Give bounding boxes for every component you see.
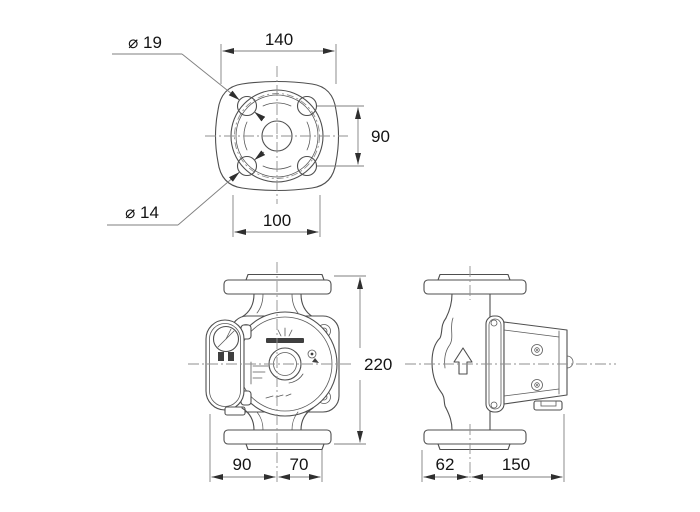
clamp-screw-bottom xyxy=(490,401,498,409)
flow-arrow-icon xyxy=(453,347,473,375)
side-top-flange-step xyxy=(437,273,511,281)
box-bottom-tab xyxy=(533,400,563,411)
volute-body xyxy=(431,293,491,431)
dimension-62-150: 62 150 xyxy=(421,414,565,482)
dimension-90-70: 90 70 xyxy=(209,414,323,482)
cable-entry-tab xyxy=(224,406,246,416)
selector-dial-icon xyxy=(212,325,240,353)
front-top-flange-step xyxy=(245,273,325,281)
dim-62-label: 62 xyxy=(436,455,455,474)
dim-220-label: 220 xyxy=(364,355,392,374)
wordmark-bar xyxy=(266,338,304,343)
bolt-holes xyxy=(236,95,318,177)
terminal-screw-right xyxy=(228,352,234,361)
diameter-19-callout: ⌀ 19 xyxy=(112,33,266,122)
side-view: 62 150 xyxy=(405,266,616,482)
dim-150-label: 150 xyxy=(502,455,530,474)
front-top-flange xyxy=(223,279,332,295)
side-bottom-flange xyxy=(423,429,527,445)
dimension-220: 220 xyxy=(334,275,392,445)
box-bottom-tab-inner xyxy=(540,400,557,407)
front-bottom-flange-step xyxy=(245,443,325,451)
dim-90-top-label: 90 xyxy=(371,127,390,146)
front-bottom-flange xyxy=(223,429,332,445)
dim-100-label: 100 xyxy=(263,211,291,230)
dim-70-label: 70 xyxy=(290,455,309,474)
dim-90-front-label: 90 xyxy=(233,455,252,474)
dimension-100: 100 xyxy=(232,195,321,237)
brand-logo xyxy=(266,327,304,343)
side-bottom-flange-step xyxy=(437,443,511,451)
dim-140-label: 140 xyxy=(265,30,293,49)
diameter-14-callout: ⌀ 14 xyxy=(107,150,266,226)
clamp-screw-top xyxy=(490,319,498,327)
dimension-90-top: 90 xyxy=(317,105,390,167)
front-bottom-neck xyxy=(241,407,314,431)
side-top-flange xyxy=(423,279,527,295)
top-view: 140 90 100 ⌀ 19 ⌀ 14 xyxy=(107,30,390,237)
plug-swoosh xyxy=(288,373,304,384)
front-view: 220 90 70 xyxy=(188,262,392,482)
dia-19-label: ⌀ 19 xyxy=(128,33,162,52)
dimension-140: 140 xyxy=(220,30,337,84)
dia-14-label: ⌀ 14 xyxy=(125,203,159,222)
terminal-screw-left xyxy=(218,352,224,361)
vent-icon xyxy=(307,349,319,363)
speed-setting-icon xyxy=(250,361,269,385)
motor-box-screws xyxy=(531,344,543,391)
terminal-box-inner xyxy=(209,323,241,407)
flange-outline xyxy=(214,80,340,192)
terminal-box xyxy=(205,319,245,411)
motor-box xyxy=(503,321,574,405)
